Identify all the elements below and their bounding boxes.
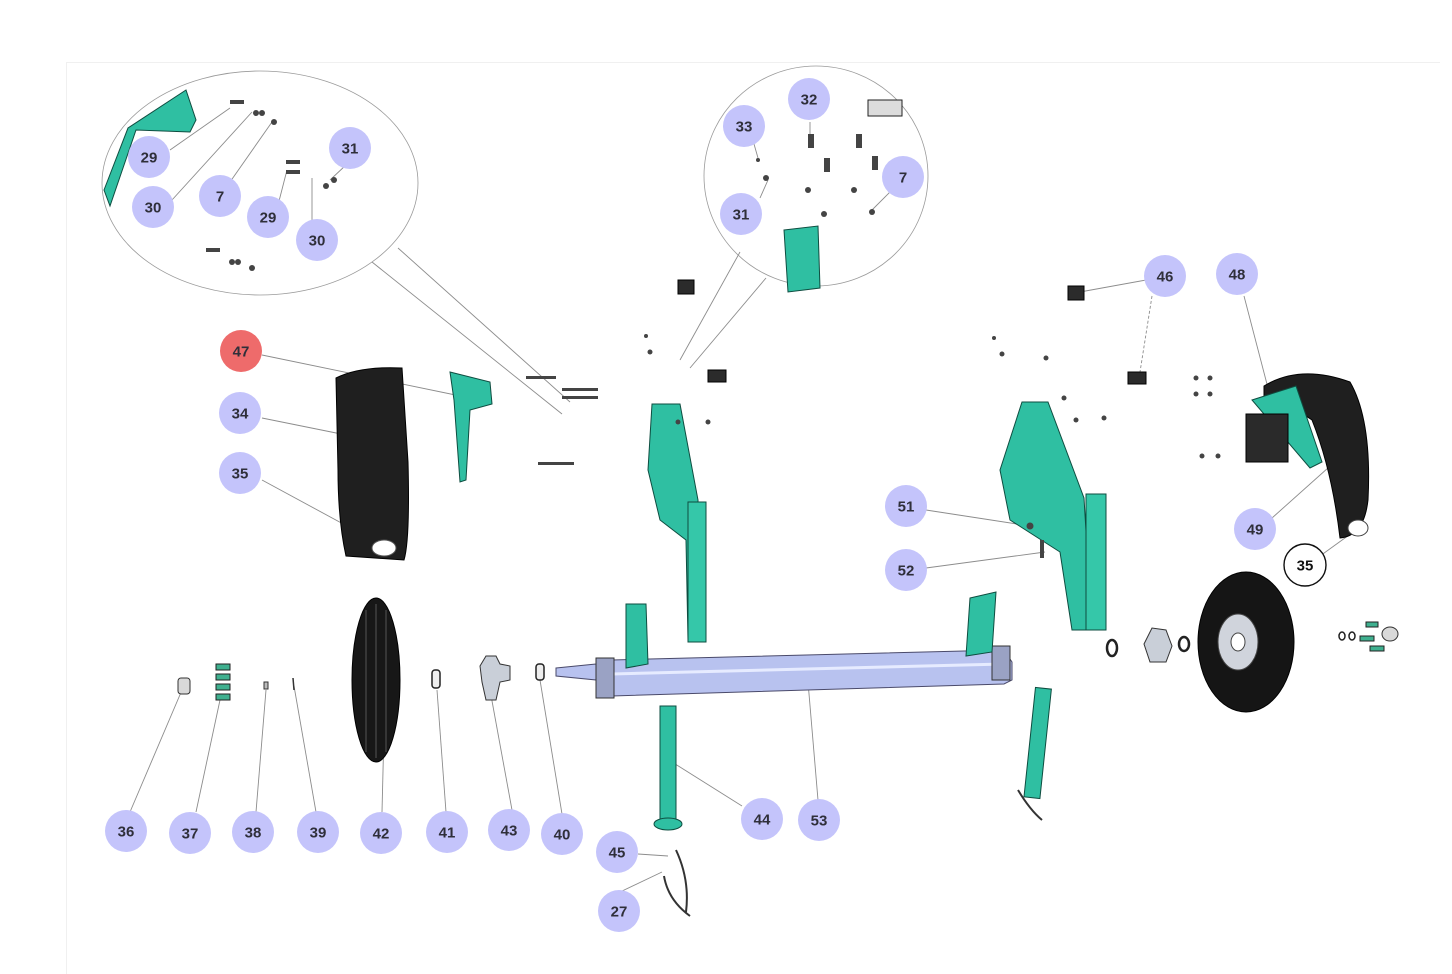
callout-52[interactable]: 52 <box>885 549 927 591</box>
callout-46[interactable]: 46 <box>1144 255 1186 297</box>
callout-49[interactable]: 49 <box>1234 508 1276 550</box>
callout-49-circle[interactable] <box>1234 508 1276 550</box>
callout-38[interactable]: 38 <box>232 811 274 853</box>
callout-45-circle[interactable] <box>596 831 638 873</box>
callout-7-circle[interactable] <box>882 156 924 198</box>
callout-36[interactable]: 36 <box>105 810 147 852</box>
callout-31[interactable]: 31 <box>329 127 371 169</box>
callout-44-circle[interactable] <box>741 798 783 840</box>
callout-39[interactable]: 39 <box>297 811 339 853</box>
callout-37-circle[interactable] <box>169 812 211 854</box>
callout-53-circle[interactable] <box>798 799 840 841</box>
parts-group <box>103 89 1399 917</box>
left-hub-part <box>479 655 511 701</box>
mudguard-bracket-part <box>449 371 493 483</box>
callout-40-circle[interactable] <box>541 813 583 855</box>
callout-29[interactable]: 29 <box>128 136 170 178</box>
callout-31-circle[interactable] <box>329 127 371 169</box>
callout-47-circle[interactable] <box>220 330 262 372</box>
leader-lines <box>129 107 1367 893</box>
callout-42[interactable]: 42 <box>360 812 402 854</box>
callout-31-circle[interactable] <box>720 193 762 235</box>
callout-35[interactable]: 35 <box>219 452 261 494</box>
callout-36-circle[interactable] <box>105 810 147 852</box>
callout-37[interactable]: 37 <box>169 812 211 854</box>
callout-33-circle[interactable] <box>723 105 765 147</box>
callout-7-circle[interactable] <box>199 175 241 217</box>
callout-27-circle[interactable] <box>598 890 640 932</box>
callout-34-circle[interactable] <box>219 392 261 434</box>
callout-30-circle[interactable] <box>132 186 174 228</box>
callout-29[interactable]: 29 <box>247 196 289 238</box>
callout-51-circle[interactable] <box>885 485 927 527</box>
left-reflector-part <box>371 539 397 557</box>
callout-38-circle[interactable] <box>232 811 274 853</box>
callout-43[interactable]: 43 <box>488 809 530 851</box>
callout-34[interactable]: 34 <box>219 392 261 434</box>
callout-35-circle[interactable] <box>219 452 261 494</box>
callout-53[interactable]: 53 <box>798 799 840 841</box>
callout-41-circle[interactable] <box>426 811 468 853</box>
callout-48[interactable]: 48 <box>1216 253 1258 295</box>
left-mudguard-part <box>335 367 409 561</box>
callout-51[interactable]: 51 <box>885 485 927 527</box>
callout-39-circle[interactable] <box>297 811 339 853</box>
callout-30[interactable]: 30 <box>296 219 338 261</box>
callout-41[interactable]: 41 <box>426 811 468 853</box>
dust-cap-part <box>177 677 191 695</box>
callout-45[interactable]: 45 <box>596 831 638 873</box>
callout-27[interactable]: 27 <box>598 890 640 932</box>
diagram-frame <box>66 62 1440 974</box>
callout-33[interactable]: 33 <box>723 105 765 147</box>
support-leg-part <box>659 705 677 825</box>
callout-31[interactable]: 31 <box>720 193 762 235</box>
right-frame-part <box>999 401 1093 631</box>
lynch-pin-chain-part <box>663 849 691 917</box>
callout-32[interactable]: 32 <box>788 78 830 120</box>
callout-29-circle[interactable] <box>128 136 170 178</box>
callout-7[interactable]: 7 <box>882 156 924 198</box>
callout-30[interactable]: 30 <box>132 186 174 228</box>
callout-46-circle[interactable] <box>1144 255 1186 297</box>
callout-44[interactable]: 44 <box>741 798 783 840</box>
callout-47[interactable]: 47 <box>220 330 262 372</box>
callout-35[interactable]: 35 <box>1283 543 1327 587</box>
detail-magnifier-left <box>101 70 419 296</box>
callout-32-circle[interactable] <box>788 78 830 120</box>
callout-42-circle[interactable] <box>360 812 402 854</box>
callout-35-circle[interactable] <box>1283 543 1327 587</box>
callout-52-circle[interactable] <box>885 549 927 591</box>
callout-40[interactable]: 40 <box>541 813 583 855</box>
callout-30-circle[interactable] <box>296 219 338 261</box>
callout-48-circle[interactable] <box>1216 253 1258 295</box>
callout-43-circle[interactable] <box>488 809 530 851</box>
callout-7[interactable]: 7 <box>199 175 241 217</box>
callout-29-circle[interactable] <box>247 196 289 238</box>
